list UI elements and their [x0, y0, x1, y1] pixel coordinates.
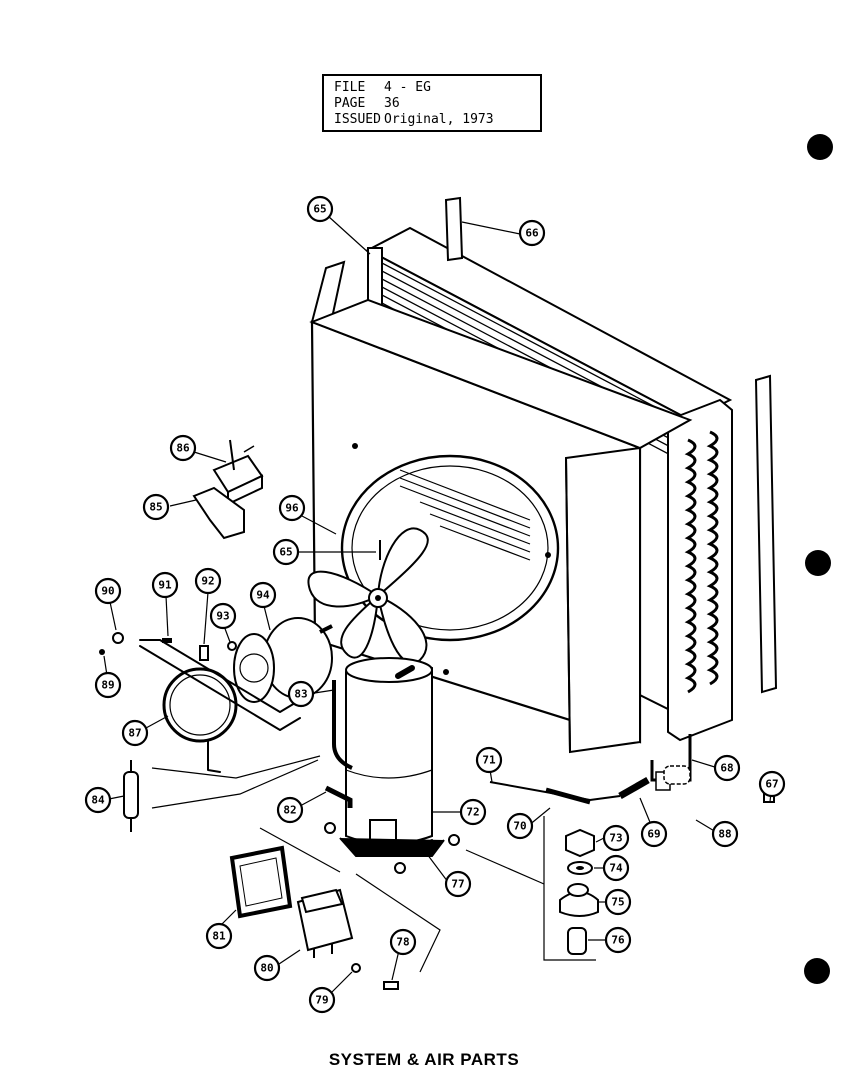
callout-71: 71 — [475, 746, 503, 774]
callout-77-label: 77 — [451, 878, 464, 891]
motor-mount-bracket — [139, 639, 301, 773]
callout-81: 81 — [205, 922, 233, 950]
terminal-cover — [296, 888, 354, 958]
callout-92-label: 92 — [201, 575, 214, 588]
callout-94-label: 94 — [256, 589, 270, 602]
callout-72: 72 — [459, 798, 487, 826]
callout-83: 83 — [287, 680, 315, 708]
callout-94: 94 — [249, 581, 277, 609]
callout-68: 68 — [713, 754, 741, 782]
callout-66: 66 — [518, 219, 546, 247]
callout-87: 87 — [121, 719, 149, 747]
callout-88-label: 88 — [718, 828, 731, 841]
callout-73-label: 73 — [609, 832, 622, 845]
callout-74: 74 — [602, 854, 630, 882]
callout-96: 96 — [278, 494, 306, 522]
callout-90-label: 90 — [101, 585, 114, 598]
callout-86: 86 — [169, 434, 197, 462]
callout-91-label: 91 — [158, 579, 172, 592]
callout-66-label: 66 — [525, 227, 539, 240]
issued-value: Original, 1973 — [384, 112, 494, 127]
relay-assembly — [192, 439, 264, 540]
compressor — [324, 657, 460, 874]
accumulator — [123, 755, 321, 832]
access-panel-gasket — [229, 845, 293, 919]
page-value: 36 — [384, 96, 400, 111]
callout-85-label: 85 — [149, 501, 162, 514]
file-label: FILE — [334, 80, 366, 95]
callout-70: 70 — [506, 812, 534, 840]
side-rail-66 — [444, 196, 464, 262]
small-fasteners — [99, 632, 237, 661]
callout-84-label: 84 — [91, 794, 105, 807]
file-value: 4 - EG — [384, 80, 431, 95]
diagram-caption: SYSTEM & AIR PARTS — [328, 1050, 520, 1069]
callout-93-label: 93 — [216, 610, 229, 623]
callout-70-label: 70 — [513, 820, 526, 833]
callout-65-setscrew-label: 65 — [279, 546, 292, 559]
callout-78-label: 78 — [396, 936, 409, 949]
issued-label: ISSUED — [334, 112, 381, 127]
callout-93: 93 — [209, 602, 237, 630]
refrigerant-tubing — [489, 734, 775, 805]
callout-92: 92 — [194, 567, 222, 595]
callout-72-label: 72 — [466, 806, 479, 819]
callout-79-label: 79 — [315, 994, 328, 1007]
fan-motor — [233, 617, 333, 703]
binder-hole-top — [807, 134, 833, 160]
callout-75: 75 — [604, 888, 632, 916]
callout-78: 78 — [389, 928, 417, 956]
callout-65-coil-label: 65 — [313, 203, 326, 216]
callout-65-setscrew: 65 — [272, 538, 300, 566]
callout-69-label: 69 — [647, 828, 660, 841]
callout-80-label: 80 — [260, 962, 273, 975]
callout-86-label: 86 — [176, 442, 190, 455]
callout-82: 82 — [276, 796, 304, 824]
bolt-and-nut — [259, 827, 441, 990]
callout-76: 76 — [604, 926, 632, 954]
callout-80: 80 — [253, 954, 281, 982]
callout-79: 79 — [308, 986, 336, 1014]
callout-73: 73 — [602, 824, 630, 852]
binder-hole-bottom — [804, 958, 830, 984]
callout-91: 91 — [151, 571, 179, 599]
callout-69: 69 — [640, 820, 668, 848]
callout-75-label: 75 — [611, 896, 624, 909]
callout-89-label: 89 — [101, 679, 114, 692]
callout-74-label: 74 — [609, 862, 623, 875]
mounting-hardware — [465, 816, 599, 961]
callout-68-label: 68 — [720, 762, 733, 775]
callout-82-label: 82 — [283, 804, 296, 817]
callout-87-label: 87 — [128, 727, 141, 740]
fan-blade — [307, 527, 429, 664]
callout-81-label: 81 — [212, 930, 226, 943]
callout-85: 85 — [142, 493, 170, 521]
side-rail-right — [754, 374, 778, 694]
callout-83-label: 83 — [294, 688, 307, 701]
binder-hole-middle — [805, 550, 831, 576]
callout-65-coil: 65 — [306, 195, 334, 223]
callout-90: 90 — [94, 577, 122, 605]
callout-67-label: 67 — [765, 778, 778, 791]
callout-71-label: 71 — [482, 754, 496, 767]
page-label: PAGE — [334, 96, 366, 111]
coil-tube-sheet — [667, 398, 733, 742]
callout-96-label: 96 — [285, 502, 299, 515]
callout-76-label: 76 — [611, 934, 625, 947]
callout-67: 67 — [758, 770, 786, 798]
callout-89: 89 — [94, 671, 122, 699]
callout-84: 84 — [84, 786, 112, 814]
callout-88: 88 — [711, 820, 739, 848]
callout-77: 77 — [444, 870, 472, 898]
